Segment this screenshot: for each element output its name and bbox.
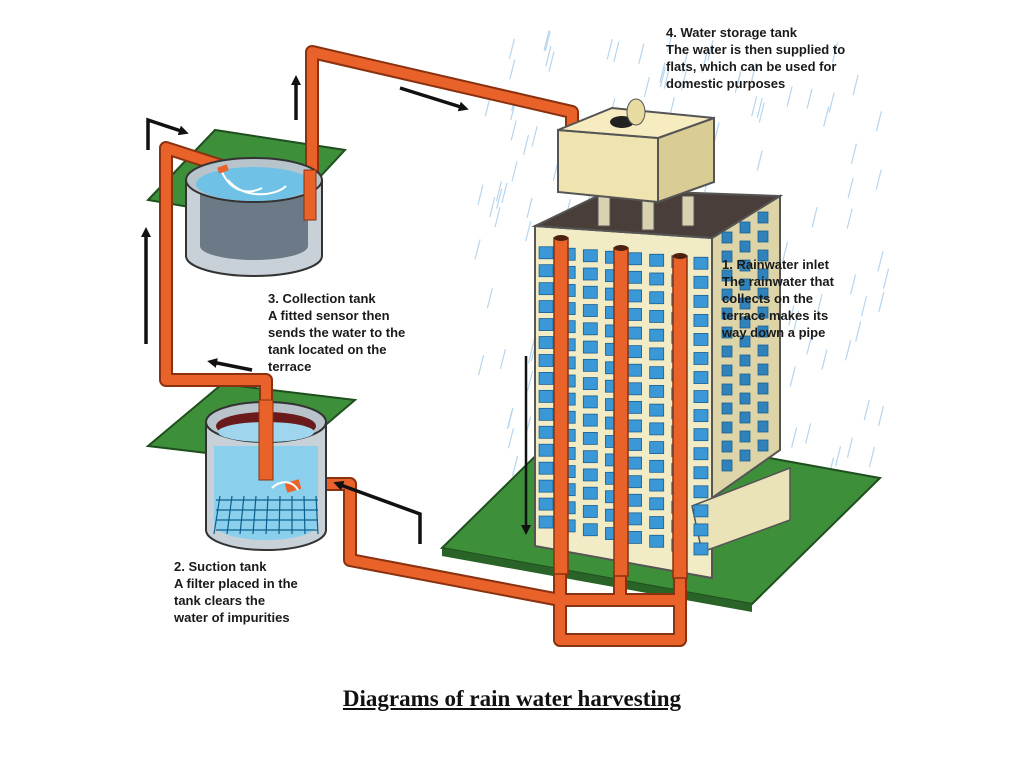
filter-grid	[213, 495, 319, 535]
arrow-left-icon	[333, 481, 422, 544]
arrow-left-icon	[207, 358, 253, 372]
rainwater-inlet-body-1: The rainwater that	[722, 274, 834, 289]
rainwater-inlet-body-4: way down a pipe	[722, 325, 826, 340]
collection-tank	[185, 157, 323, 277]
collection-tank-label: 3. Collection tank A fitted sensor then …	[268, 290, 405, 375]
storage-tank-lid	[626, 98, 646, 126]
collection-tank-title: 3. Collection tank	[268, 291, 376, 306]
storage-tank-label: 4. Water storage tank The water is then …	[666, 24, 845, 92]
collection-tank-body-3: tank located on the	[268, 342, 387, 357]
diagram-caption: Diagrams of rain water harvesting	[0, 686, 1024, 712]
collection-tank-body-2: sends the water to the	[268, 325, 406, 340]
storage-tank-body-1: The water is then supplied to	[666, 42, 846, 57]
suction-tank-body-3: water of impurities	[174, 610, 290, 625]
rainwater-inlet-body-2: collects on the	[722, 291, 814, 306]
arrow-right-icon	[146, 117, 189, 150]
rainwater-inlet-title: 1. Rainwater inlet	[722, 257, 829, 272]
rainwater-inlet-label: 1. Rainwater inlet The rainwater that co…	[722, 256, 834, 341]
storage-tank-title: 4. Water storage tank	[666, 25, 798, 40]
collection-tank-water	[196, 167, 312, 201]
storage-tank-body-2: flats, which can be used for	[666, 59, 837, 74]
suction-tank	[205, 399, 327, 551]
storage-tank-body-3: domestic purposes	[666, 76, 786, 91]
caption-text: Diagrams of rain water harvesting	[342, 686, 682, 711]
flow-arrows	[141, 75, 531, 544]
suction-tank-body-2: tank clears the	[174, 593, 266, 608]
suction-tank-body-1: A filter placed in the	[174, 576, 298, 591]
arrow-right-icon	[399, 86, 469, 112]
collection-tank-body-4: terrace	[268, 359, 312, 374]
building-downpipes	[553, 235, 688, 579]
building-entrance-canopy	[691, 466, 791, 553]
collection-tank-body-1: A fitted sensor then	[268, 308, 390, 323]
building-roof	[531, 188, 784, 240]
rainwater-inlet-body-3: terrace makes its	[722, 308, 829, 323]
water-storage-tank	[557, 98, 715, 231]
suction-tank-label: 2. Suction tank A filter placed in the t…	[174, 558, 298, 626]
suction-tank-title: 2. Suction tank	[174, 559, 267, 574]
apartment-building	[531, 188, 791, 580]
